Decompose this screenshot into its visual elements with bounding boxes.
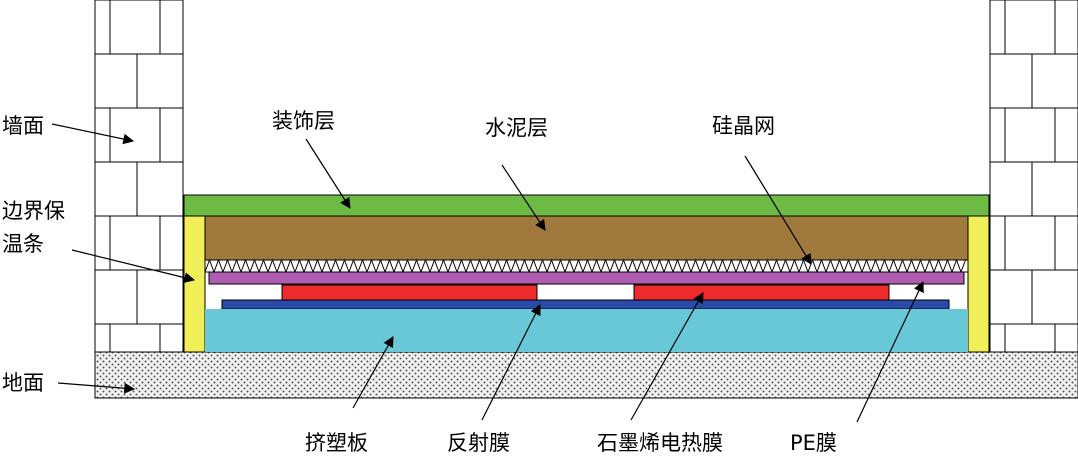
label-edge-insulation-line1: 边界保 xyxy=(2,199,65,223)
label-reflective-film: 反射膜 xyxy=(447,431,510,455)
leader-edge-insulation xyxy=(71,249,196,283)
cement-layer xyxy=(204,215,969,261)
pe-film xyxy=(208,271,965,285)
leader-decorative xyxy=(305,138,351,209)
leader-cement xyxy=(501,164,546,231)
left-wall xyxy=(94,0,184,353)
decorative-layer xyxy=(183,194,990,217)
leader-graphene xyxy=(630,292,704,421)
graphene-film-left xyxy=(281,284,538,301)
reflective-film xyxy=(221,299,950,310)
right-wall xyxy=(989,0,1078,353)
edge-insulation-right xyxy=(967,215,990,353)
ground-slab xyxy=(94,351,1078,399)
label-ground: 地面 xyxy=(2,371,44,395)
leader-wall xyxy=(51,123,135,145)
leader-ground xyxy=(57,382,136,394)
label-graphene-film: 石墨烯电热膜 xyxy=(597,431,723,455)
label-cement-layer: 水泥层 xyxy=(485,116,548,140)
leader-xps xyxy=(352,336,394,409)
leader-pe xyxy=(856,281,924,423)
leader-reflective xyxy=(481,304,541,421)
mesh-layer xyxy=(204,258,969,274)
label-pe-film: PE膜 xyxy=(790,431,837,455)
label-edge-insulation-line2: 温条 xyxy=(2,232,44,256)
label-decorative-layer: 装饰层 xyxy=(272,109,335,133)
label-xps-board: 挤塑板 xyxy=(305,431,368,455)
graphene-film-right xyxy=(633,284,890,301)
edge-insulation-left xyxy=(183,215,206,353)
leader-mesh xyxy=(744,155,812,265)
label-wall: 墙面 xyxy=(2,114,44,138)
label-mesh: 硅晶网 xyxy=(712,114,775,138)
xps-board xyxy=(205,309,968,352)
